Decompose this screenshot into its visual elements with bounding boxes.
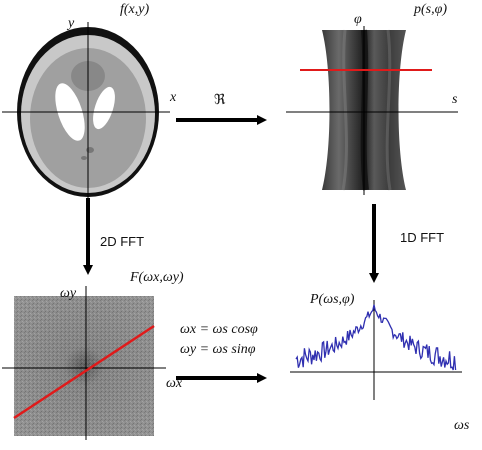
spectrum2d-x-label: ωx [166, 376, 183, 391]
profile-1d [290, 300, 462, 400]
spectrum-slice-line [13, 324, 155, 420]
equation-wx: ωx = ωs cosφ [180, 322, 258, 337]
phantom-small-spot [86, 147, 94, 153]
spectrum2d-title: F(ωx,ωy) [130, 270, 184, 285]
arrows [83, 115, 379, 383]
phantom-image [2, 22, 170, 200]
phantom-right-lobe [93, 86, 115, 130]
sinogram-s-label: s [452, 92, 458, 107]
image-y-label: y [68, 16, 75, 31]
sinogram [286, 26, 458, 195]
fft2d-label: 2D FFT [100, 234, 145, 249]
equation-wy: ωy = ωs sinφ [180, 342, 256, 357]
profile-title: P(ωs,φ) [310, 292, 355, 307]
image-title: f(x,y) [120, 2, 150, 17]
spectrum-curve [295, 304, 457, 371]
spectrum-2d [2, 286, 166, 440]
fft1d-label: 1D FFT [400, 230, 445, 245]
spectrum-2d-center-glow [14, 296, 154, 436]
sinogram-title: p(s,φ) [414, 2, 448, 17]
sinogram-phi-label: φ [354, 12, 362, 27]
spectrum2d-y-label: ωy [60, 286, 77, 301]
profile-x-label: ωs [454, 418, 470, 433]
sinogram-streak-2 [341, 29, 348, 191]
image-x-label: x [170, 90, 177, 105]
radon-symbol: ℜ [214, 93, 226, 108]
sinogram-streak-3 [385, 29, 392, 191]
phantom-small-spot-2 [81, 156, 87, 160]
